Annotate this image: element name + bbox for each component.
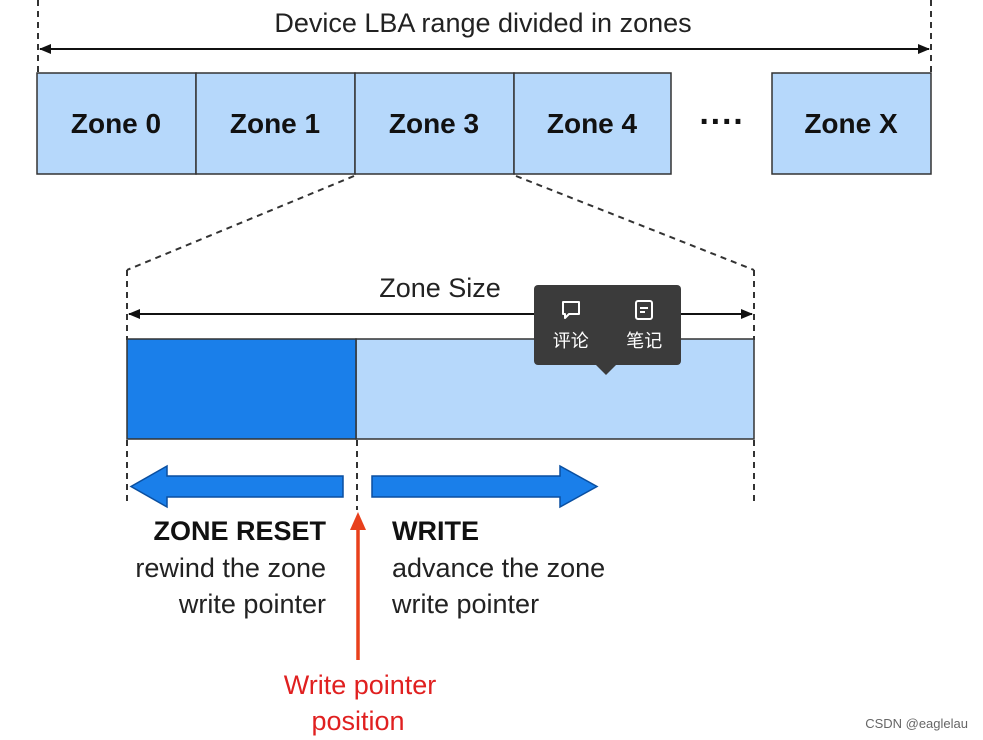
write-pointer-label-1: Write pointer <box>284 670 437 700</box>
zone-box-1 <box>195 72 356 175</box>
note-label: 笔记 <box>626 330 663 352</box>
zone-label-0: Zone 0 <box>71 108 161 139</box>
reset-arrow <box>129 464 344 509</box>
zone-box-x <box>771 72 932 175</box>
watermark: CSDN @eaglelau <box>865 716 968 731</box>
write-title: WRITE <box>392 516 479 546</box>
comment-button[interactable]: 评论 <box>541 298 601 353</box>
reset-desc-1: rewind the zone <box>135 553 326 583</box>
zone-ellipsis: ···· <box>699 103 744 141</box>
write-desc-2: write pointer <box>391 589 539 619</box>
comment-icon <box>561 300 580 319</box>
zone-label-1: Zone 1 <box>230 108 320 139</box>
zone-box-0 <box>36 72 197 175</box>
zone-row: Zone 0 Zone 1 Zone 3 Zone 4 Zone X ···· <box>36 72 932 175</box>
zone-box-3 <box>354 72 515 175</box>
zone-label-4: Zone 4 <box>547 108 638 139</box>
note-icon <box>635 299 654 320</box>
note-button[interactable]: 笔记 <box>614 298 674 353</box>
selection-tooltip: 评论 笔记 <box>534 285 681 375</box>
zone-label-x: Zone X <box>804 108 898 139</box>
write-pointer-arrowhead <box>350 512 366 530</box>
zoom-line-left <box>126 175 355 271</box>
reset-title: ZONE RESET <box>153 516 326 546</box>
reset-desc-2: write pointer <box>178 589 326 619</box>
write-desc-1: advance the zone <box>392 553 605 583</box>
comment-label: 评论 <box>552 330 589 352</box>
zone-size-label: Zone Size <box>379 273 501 303</box>
zone-written-area <box>126 338 357 440</box>
write-arrow <box>371 464 599 509</box>
lba-range-title: Device LBA range divided in zones <box>274 8 691 38</box>
zone-label-3: Zone 3 <box>389 108 479 139</box>
zone-box-4 <box>513 72 672 175</box>
zoom-line-right <box>515 175 755 271</box>
write-pointer-label-2: position <box>311 706 404 736</box>
